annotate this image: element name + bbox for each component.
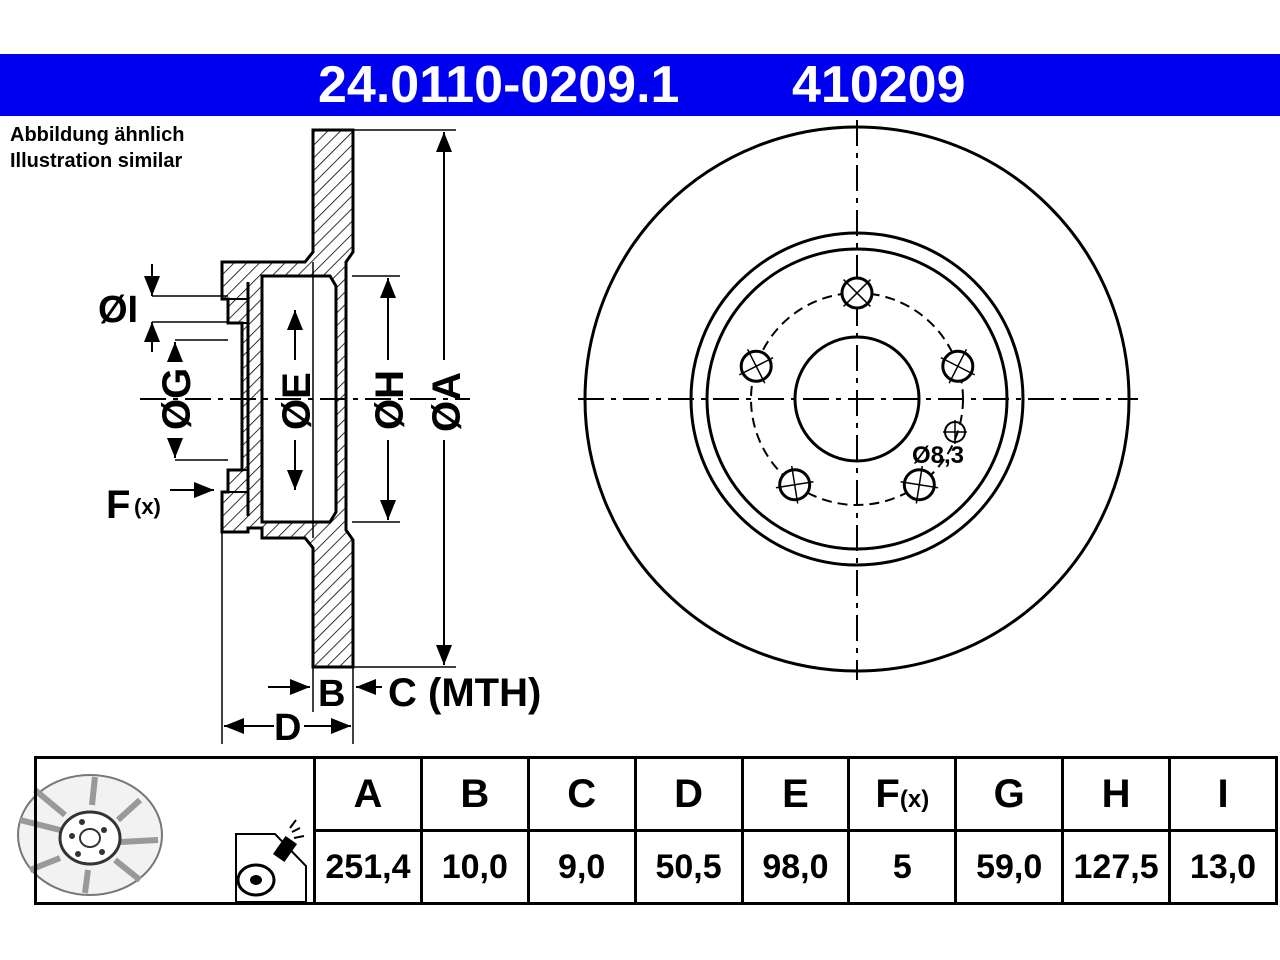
spec-header-f-sub: (x): [899, 785, 930, 813]
dim-label-f: F: [106, 483, 130, 527]
specs-header-row: A B C D E F(x) G H I: [34, 756, 1278, 905]
spec-value-c: 9,0: [526, 829, 637, 905]
bolt-hole: [840, 276, 874, 310]
dim-label-e: ØE: [275, 372, 319, 430]
spec-header-f-main: F: [875, 771, 900, 816]
dim-label-a: ØA: [425, 372, 469, 432]
illustration-note: Abbildung ähnlich Illustration similar: [10, 122, 184, 174]
center-bore: [793, 335, 921, 463]
illustration-note-en: Illustration similar: [10, 150, 183, 172]
reference-number: 410209: [792, 56, 966, 114]
spec-header-f: F(x): [847, 756, 958, 832]
dim-label-c-mth: C (MTH): [388, 671, 541, 715]
spec-value-d: 50,5: [633, 829, 744, 905]
hub-outer-ring: [689, 231, 1025, 567]
spec-value-g: 59,0: [954, 829, 1065, 905]
section-view: ØI ØG ØE ØH ØA F (x) B C (MTH): [98, 128, 541, 749]
bolt-hole-label: Ø8,3: [912, 442, 964, 469]
spec-value-a: 251,4: [313, 829, 423, 905]
dim-label-d: D: [274, 707, 301, 749]
spec-value-e: 98,0: [740, 829, 851, 905]
dim-label-h: ØH: [368, 370, 412, 430]
spec-header-c: C: [526, 756, 637, 832]
dim-label-b: B: [318, 673, 345, 715]
spec-header-i: I: [1168, 756, 1278, 832]
front-view: Ø8,3: [578, 120, 1138, 680]
dim-label-f-sub: (x): [134, 494, 161, 519]
bolt-hole: [940, 348, 976, 384]
part-number: 24.0110-0209.1: [318, 56, 680, 114]
spec-header-a: A: [313, 756, 423, 832]
spec-header-b: B: [419, 756, 530, 832]
spec-value-h: 127,5: [1061, 829, 1171, 905]
illustration-note-de: Abbildung ähnlich: [10, 124, 185, 146]
specs-value-row: 251,4 10,0 9,0 50,5 98,0 5 59,0 127,5 13…: [36, 829, 1278, 905]
title-bar: 24.0110-0209.1 410209: [0, 54, 1280, 116]
disc-outer-edge: [583, 125, 1131, 673]
spec-header-h: H: [1061, 756, 1171, 832]
bolt-hole: [900, 465, 939, 504]
product-image-cell: [34, 756, 316, 905]
spec-header-d: D: [633, 756, 744, 832]
hub-inner-ring: [705, 247, 1009, 551]
bolt-hole: [775, 465, 814, 504]
dim-label-i: ØI: [98, 289, 138, 331]
bolt-holes: [738, 276, 976, 504]
bolt-hole: [738, 348, 774, 384]
spec-value-f: 5: [847, 829, 958, 905]
spec-header-g: G: [954, 756, 1065, 832]
spec-value-b: 10,0: [419, 829, 530, 905]
spec-header-e: E: [740, 756, 851, 832]
dim-label-g: ØG: [155, 368, 199, 430]
specifications-table: A B C D E F(x) G H I 251,4 10,0 9,0 50,5…: [34, 756, 1278, 905]
spec-value-i: 13,0: [1168, 829, 1278, 905]
